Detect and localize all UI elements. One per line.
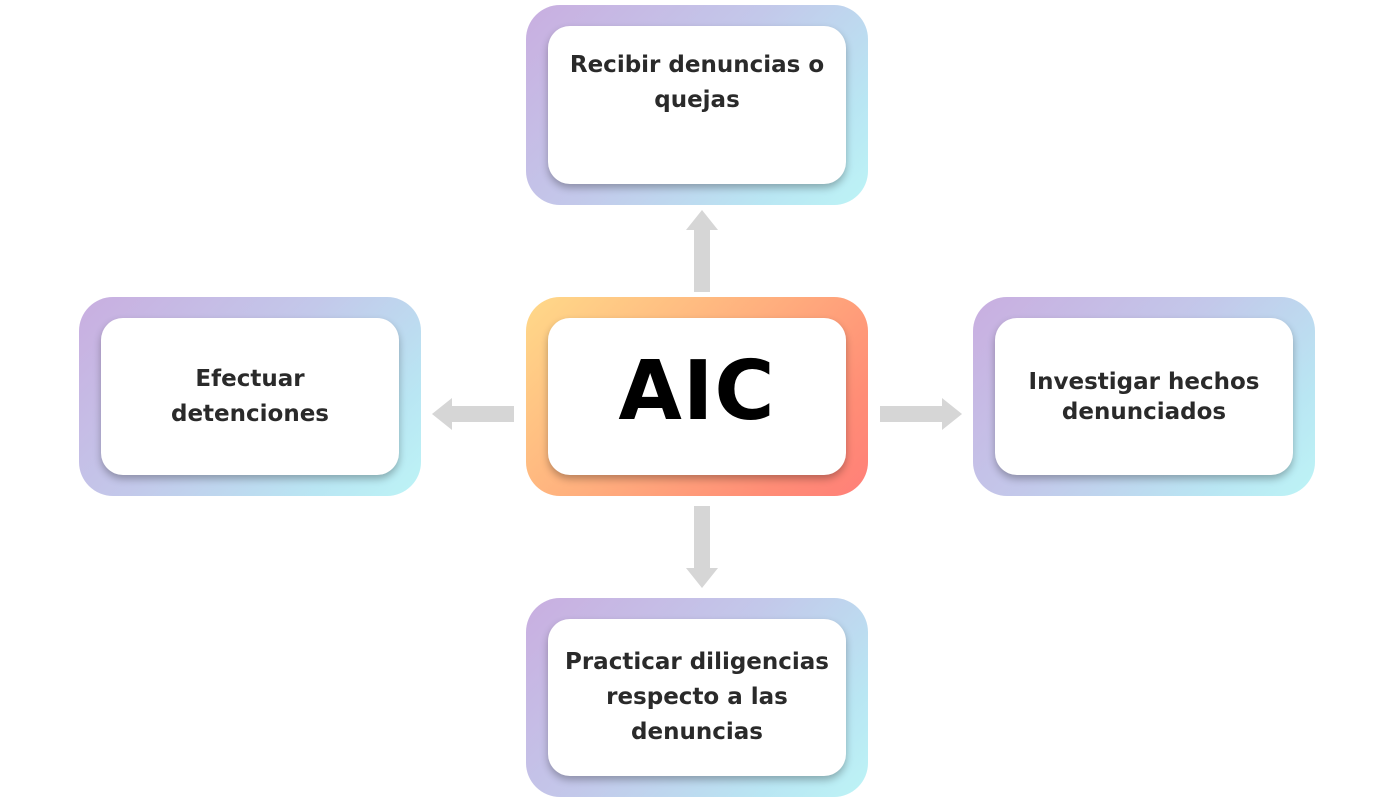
node-right-label: Investigar hechos denunciados [1028, 368, 1260, 425]
node-top-frame: Recibir denuncias o quejas [526, 5, 868, 205]
node-bottom-label: Practicar diligencias respecto a las den… [564, 649, 830, 745]
node-left-label: Efectuar detenciones [170, 365, 329, 427]
arrow-up-icon [686, 210, 718, 292]
node-top-card: Recibir denuncias o quejas [548, 26, 846, 184]
center-node-card: AIC [548, 318, 846, 475]
center-node-frame: AIC [526, 297, 868, 496]
node-left-card: Efectuar detenciones [101, 318, 399, 475]
node-right-frame: Investigar hechos denunciados [973, 297, 1315, 496]
node-bottom-frame: Practicar diligencias respecto a las den… [526, 598, 868, 797]
node-top-label: Recibir denuncias o quejas [569, 52, 825, 113]
center-node-label: AIC [618, 344, 776, 439]
node-left-frame: Efectuar detenciones [79, 297, 421, 496]
node-bottom-card: Practicar diligencias respecto a las den… [548, 619, 846, 776]
arrow-left-icon [432, 398, 514, 430]
arrow-right-icon [880, 398, 962, 430]
arrow-down-icon [686, 506, 718, 588]
node-right-card: Investigar hechos denunciados [995, 318, 1293, 475]
